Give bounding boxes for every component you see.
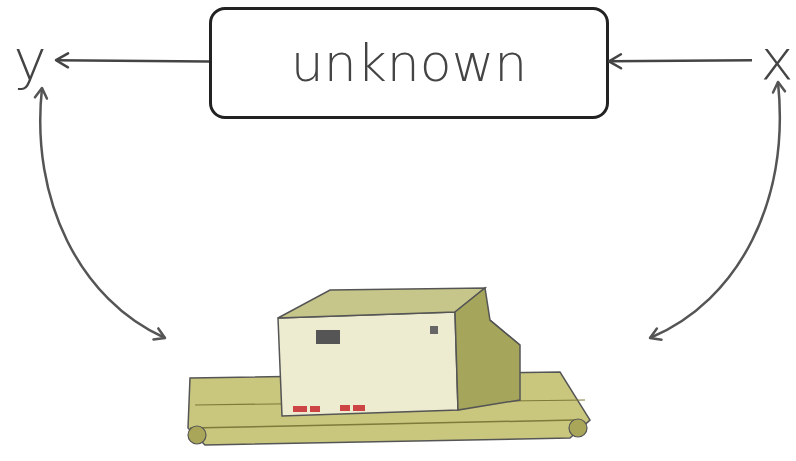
node-label: y bbox=[13, 32, 46, 88]
process-box: unknown bbox=[209, 7, 609, 119]
machine-illustration bbox=[188, 288, 590, 445]
curved-arrow bbox=[650, 82, 780, 338]
plain-text-node: x bbox=[752, 24, 796, 96]
arrow-connector bbox=[56, 60, 209, 61]
arrow-connector bbox=[609, 60, 752, 61]
node-label: unknown bbox=[291, 37, 527, 89]
node-label: x bbox=[760, 32, 793, 88]
plain-text-node: y bbox=[4, 24, 56, 96]
curved-arrow bbox=[40, 88, 165, 338]
